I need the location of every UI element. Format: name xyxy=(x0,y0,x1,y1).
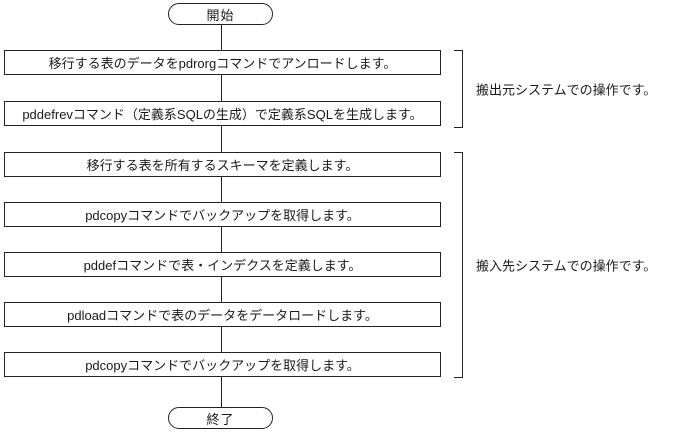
connector-line xyxy=(221,327,222,352)
source-system-bracket xyxy=(454,50,463,128)
step-load-data: pdloadコマンドで表のデータをデータロードします。 xyxy=(4,302,441,327)
step-backup-after: pdcopyコマンドでバックアップを取得します。 xyxy=(4,352,441,377)
start-node: 開始 xyxy=(168,3,273,25)
step-generate-ddl: pddefrevコマンド（定義系SQLの生成）で定義系SQLを生成します。 xyxy=(4,101,441,126)
step-backup-before: pdcopyコマンドでバックアップを取得します。 xyxy=(4,202,441,227)
end-node: 終了 xyxy=(168,407,273,429)
connector-line xyxy=(221,177,222,202)
connector-line xyxy=(221,227,222,252)
connector-line xyxy=(221,377,222,407)
connector-line xyxy=(221,126,222,152)
destination-system-label: 搬入先システムでの操作です。 xyxy=(476,258,657,274)
connector-line xyxy=(221,277,222,302)
step-unload-table: 移行する表のデータをpdrorgコマンドでアンロードします。 xyxy=(4,50,441,75)
step-define-table-index: pddefコマンドで表・インデクスを定義します。 xyxy=(4,252,441,277)
step-define-schema: 移行する表を所有するスキーマを定義します。 xyxy=(4,152,441,177)
connector-line xyxy=(221,25,222,50)
end-node-label: 終了 xyxy=(206,411,235,427)
connector-line xyxy=(221,75,222,101)
destination-system-bracket xyxy=(454,152,463,378)
source-system-label: 搬出元システムでの操作です。 xyxy=(476,82,657,98)
start-node-label: 開始 xyxy=(206,7,235,23)
